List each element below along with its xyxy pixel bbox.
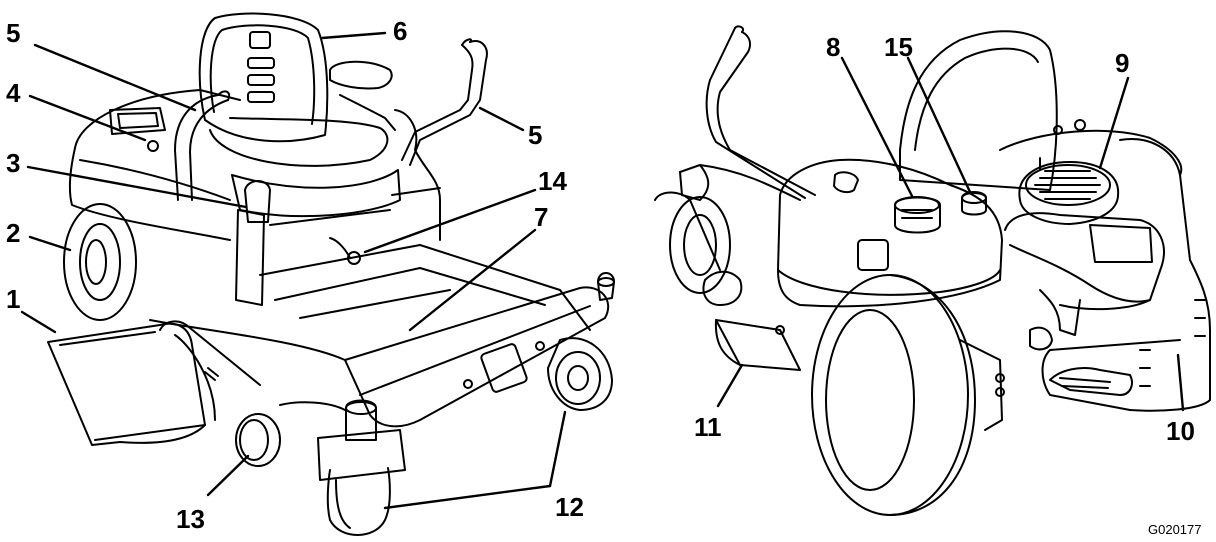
callout-12: 12 [555, 492, 584, 522]
leader-2 [28, 235, 72, 252]
callout-4: 4 [6, 78, 21, 108]
front-frame [344, 272, 615, 428]
leader-1-5a [33, 43, 197, 112]
discharge-chute [47, 320, 261, 446]
fuel-tank [777, 158, 1003, 308]
armrest-right [329, 60, 393, 90]
seat-back-rear [899, 30, 1058, 191]
callout-15: 15 [884, 32, 913, 62]
leader-9 [1098, 76, 1130, 170]
rear-wheel-left [63, 203, 137, 321]
leader-lines [20, 31, 1185, 510]
callout-3: 3 [6, 148, 20, 178]
leader-5b [478, 106, 525, 132]
callout-1: 1 [6, 284, 20, 314]
callout-6: 6 [393, 16, 407, 46]
control-lever-rear [716, 31, 816, 196]
leader-8 [840, 56, 914, 198]
deck-gauge-wheel [204, 367, 281, 467]
callout-8: 8 [826, 32, 840, 62]
callout-11: 11 [694, 412, 722, 442]
callout-5b: 5 [528, 120, 542, 150]
right-mower-illustration [654, 25, 1211, 516]
deck-edge [149, 319, 346, 361]
leader-12b [548, 410, 567, 488]
leader-14 [363, 188, 537, 254]
callout-10: 10 [1166, 416, 1195, 446]
leader-4 [28, 94, 147, 142]
leader-6 [320, 31, 387, 40]
leader-13 [206, 454, 250, 497]
leader-11 [716, 363, 744, 408]
engine [1004, 161, 1165, 351]
rear-bumper [999, 119, 1211, 412]
leader-10 [1176, 353, 1185, 412]
callouts: 5 6 4 5 3 14 2 7 1 13 12 8 15 9 10 11 [6, 16, 1195, 534]
lever-column [235, 209, 265, 306]
leader-3 [26, 165, 248, 209]
callout-9: 9 [1115, 48, 1129, 78]
callout-14: 14 [538, 166, 567, 196]
seat [198, 12, 401, 226]
leader-7 [408, 228, 537, 332]
callout-7: 7 [534, 202, 548, 232]
caster-wheels [317, 337, 613, 536]
parking-brake-knob [244, 180, 271, 223]
leader-12a [383, 484, 552, 510]
drive-wheel-rear-left [669, 196, 743, 306]
drive-wheel-right [811, 274, 976, 516]
control-levers-left [174, 38, 488, 201]
figure-id: G020177 [1148, 522, 1202, 537]
leader-15 [906, 56, 972, 194]
callout-5a: 5 [6, 18, 20, 48]
leader-1 [20, 310, 57, 334]
callout-13: 13 [176, 504, 205, 534]
callout-2: 2 [6, 218, 20, 248]
footrest-deck [259, 237, 591, 331]
body-fender [68, 89, 441, 241]
left-mower-illustration [47, 12, 615, 536]
